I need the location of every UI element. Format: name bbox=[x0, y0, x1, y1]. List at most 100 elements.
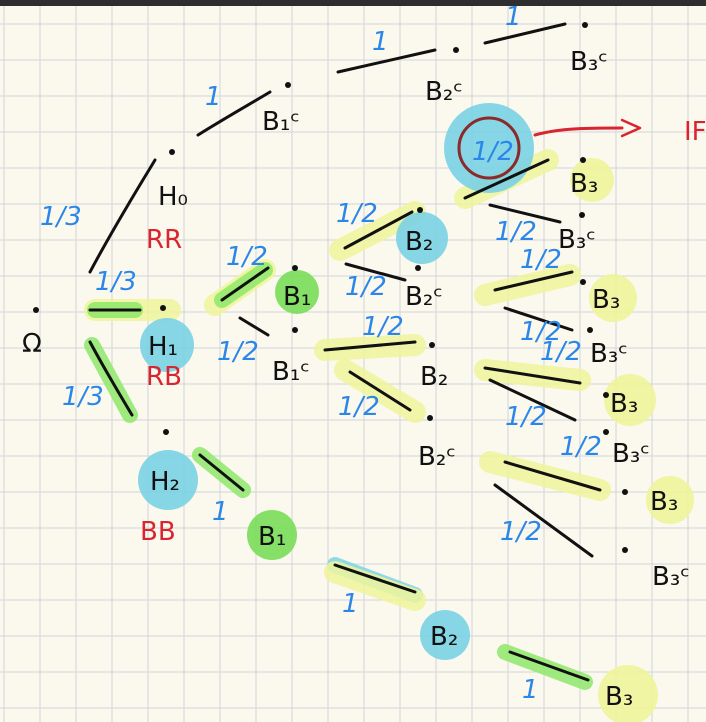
branch-b2-b3-low bbox=[483, 366, 582, 385]
label-rr: RR bbox=[146, 225, 182, 255]
label-b2-bottom: B₂ bbox=[430, 622, 458, 652]
label-b3-c: B₃ bbox=[610, 389, 638, 419]
branch-b2-b3c-low bbox=[488, 378, 577, 422]
node-dot-h1 bbox=[160, 305, 166, 311]
label-if: IF bbox=[684, 117, 706, 147]
node-dot-b3c-d bbox=[622, 547, 628, 553]
prob-b1c-b2: 1/2 bbox=[362, 312, 404, 342]
branch-b2-b3-bottom bbox=[508, 650, 590, 682]
label-b1: B₁ bbox=[283, 282, 311, 312]
highlight-circle-half bbox=[444, 103, 534, 193]
branch-b2c-b3c-low bbox=[493, 483, 594, 558]
branch-omega-h0 bbox=[88, 158, 157, 274]
label-b3c-a: B₃ᶜ bbox=[558, 225, 596, 255]
prob-b2c-b3-low: 1/2 bbox=[560, 432, 602, 462]
branch-b2c-b3c bbox=[483, 22, 567, 45]
label-b3-bottom: B₃ bbox=[605, 682, 633, 712]
prob-h1-b1: 1/2 bbox=[226, 242, 268, 272]
prob-b2c-b3c-low: 1/2 bbox=[500, 517, 542, 547]
prob-b2-b3c-low: 1/2 bbox=[505, 402, 547, 432]
prob-omega-h1: 1/3 bbox=[95, 267, 137, 297]
branch-h1-b1 bbox=[220, 266, 270, 302]
prob-omega-h0: 1/3 bbox=[40, 202, 82, 232]
label-b2c-a: B₂ᶜ bbox=[405, 282, 443, 312]
label-b1c-top: B₁ᶜ bbox=[262, 107, 300, 137]
branch-b1-b2 bbox=[343, 210, 414, 250]
node-dot-b2c-a bbox=[415, 265, 421, 271]
highlight-circle-b3-2 bbox=[589, 274, 637, 322]
branch-omega-h2 bbox=[88, 340, 134, 417]
highlight-circle-b1-top bbox=[275, 270, 319, 314]
label-omega: Ω bbox=[22, 329, 42, 359]
branch-b2c-b3 bbox=[493, 270, 574, 292]
label-h1: H₁ bbox=[148, 332, 178, 362]
label-rb: RB bbox=[146, 362, 182, 392]
highlight-circle-b1-bottom bbox=[247, 510, 297, 560]
node-dot-b3c-top bbox=[582, 22, 588, 28]
highlight-circle-b3-5 bbox=[598, 665, 658, 722]
tree-branches bbox=[88, 22, 642, 682]
node-dot-omega bbox=[33, 307, 39, 313]
label-b2-b: B₂ bbox=[420, 362, 448, 392]
prob-half-circled: 1/2 bbox=[472, 137, 514, 167]
branch-h2-b1 bbox=[198, 453, 245, 492]
prob-b2-b3c-top: 1/2 bbox=[495, 217, 537, 247]
node-dot-b1c bbox=[292, 327, 298, 333]
branch-h0-b1c bbox=[196, 90, 272, 137]
highlight-circle-b2-top bbox=[396, 212, 448, 264]
prob-b1-b2: 1/2 bbox=[336, 199, 378, 229]
label-b2-a: B₂ bbox=[405, 227, 433, 257]
label-b3-a: B₃ bbox=[570, 169, 598, 199]
label-b3-d: B₃ bbox=[650, 487, 678, 517]
label-b3-b: B₃ bbox=[592, 285, 620, 315]
node-dot-b2c-b bbox=[427, 415, 433, 421]
highlight-circle-h2 bbox=[138, 450, 198, 510]
branch-b1c-b2c bbox=[336, 48, 437, 74]
node-dot-b1c-top bbox=[285, 82, 291, 88]
label-b3c-c: B₃ᶜ bbox=[612, 439, 650, 469]
prob-h1-b1c: 1/2 bbox=[217, 337, 259, 367]
node-dot-b3-b bbox=[580, 279, 586, 285]
branch-b1-b2-bottom bbox=[333, 563, 417, 594]
branch-h1-b1c bbox=[238, 316, 270, 337]
label-b3c-d: B₃ᶜ bbox=[652, 562, 690, 592]
arrow-to-if bbox=[533, 126, 624, 137]
prob-b2-b3-bottom: 1 bbox=[522, 675, 539, 705]
highlight-b1-b2-bottom-yellow bbox=[324, 561, 426, 611]
node-dot-b2-a bbox=[417, 207, 423, 213]
branch-b2c-b3-low bbox=[503, 460, 602, 492]
prob-h0-b1c: 1 bbox=[205, 82, 222, 112]
node-dot-b3c-a bbox=[579, 212, 585, 218]
highlight-circle-b3-3 bbox=[604, 374, 656, 426]
node-dots bbox=[33, 22, 628, 553]
highlight-circle-b3-4 bbox=[646, 476, 694, 524]
node-dot-b3-a bbox=[580, 157, 586, 163]
label-b2c-b: B₂ᶜ bbox=[418, 442, 456, 472]
highlight-b2-b3-bottom bbox=[497, 644, 593, 690]
node-dot-b2-b bbox=[429, 342, 435, 348]
highlight-b2-b3-mid bbox=[474, 264, 581, 306]
highlight-circle-b3-1 bbox=[570, 158, 614, 202]
label-b3c-b: B₃ᶜ bbox=[590, 339, 628, 369]
label-b3c-top: B₃ᶜ bbox=[570, 47, 608, 77]
circled-half bbox=[457, 116, 521, 180]
node-dot-h0 bbox=[169, 149, 175, 155]
node-dot-b1 bbox=[292, 265, 298, 271]
prob-b1-b2c: 1/2 bbox=[345, 272, 387, 302]
prob-b1-b2-bottom: 1 bbox=[342, 589, 359, 619]
prob-b2c-b3c: 1/2 bbox=[520, 317, 562, 347]
label-bb: BB bbox=[140, 517, 176, 547]
label-b1c: B₁ᶜ bbox=[272, 357, 310, 387]
prob-b2c-b3c: 1 bbox=[505, 2, 522, 32]
node-dot-b3-c bbox=[603, 392, 609, 398]
branch-b1c-b2c-lower bbox=[348, 370, 412, 412]
node-dot-b3c-c bbox=[603, 429, 609, 435]
branch-b2c-b3c bbox=[503, 306, 574, 332]
node-labels: Ω H₀ H₁ H₂ RR RB BB B₁ᶜ B₂ᶜ B₃ᶜ B₁ B₁ᶜ B… bbox=[22, 47, 706, 712]
label-b1-bottom: B₁ bbox=[258, 522, 286, 552]
label-b2c-top: B₂ᶜ bbox=[425, 77, 463, 107]
top-bar bbox=[0, 0, 706, 6]
node-dot-b3-d bbox=[622, 489, 628, 495]
